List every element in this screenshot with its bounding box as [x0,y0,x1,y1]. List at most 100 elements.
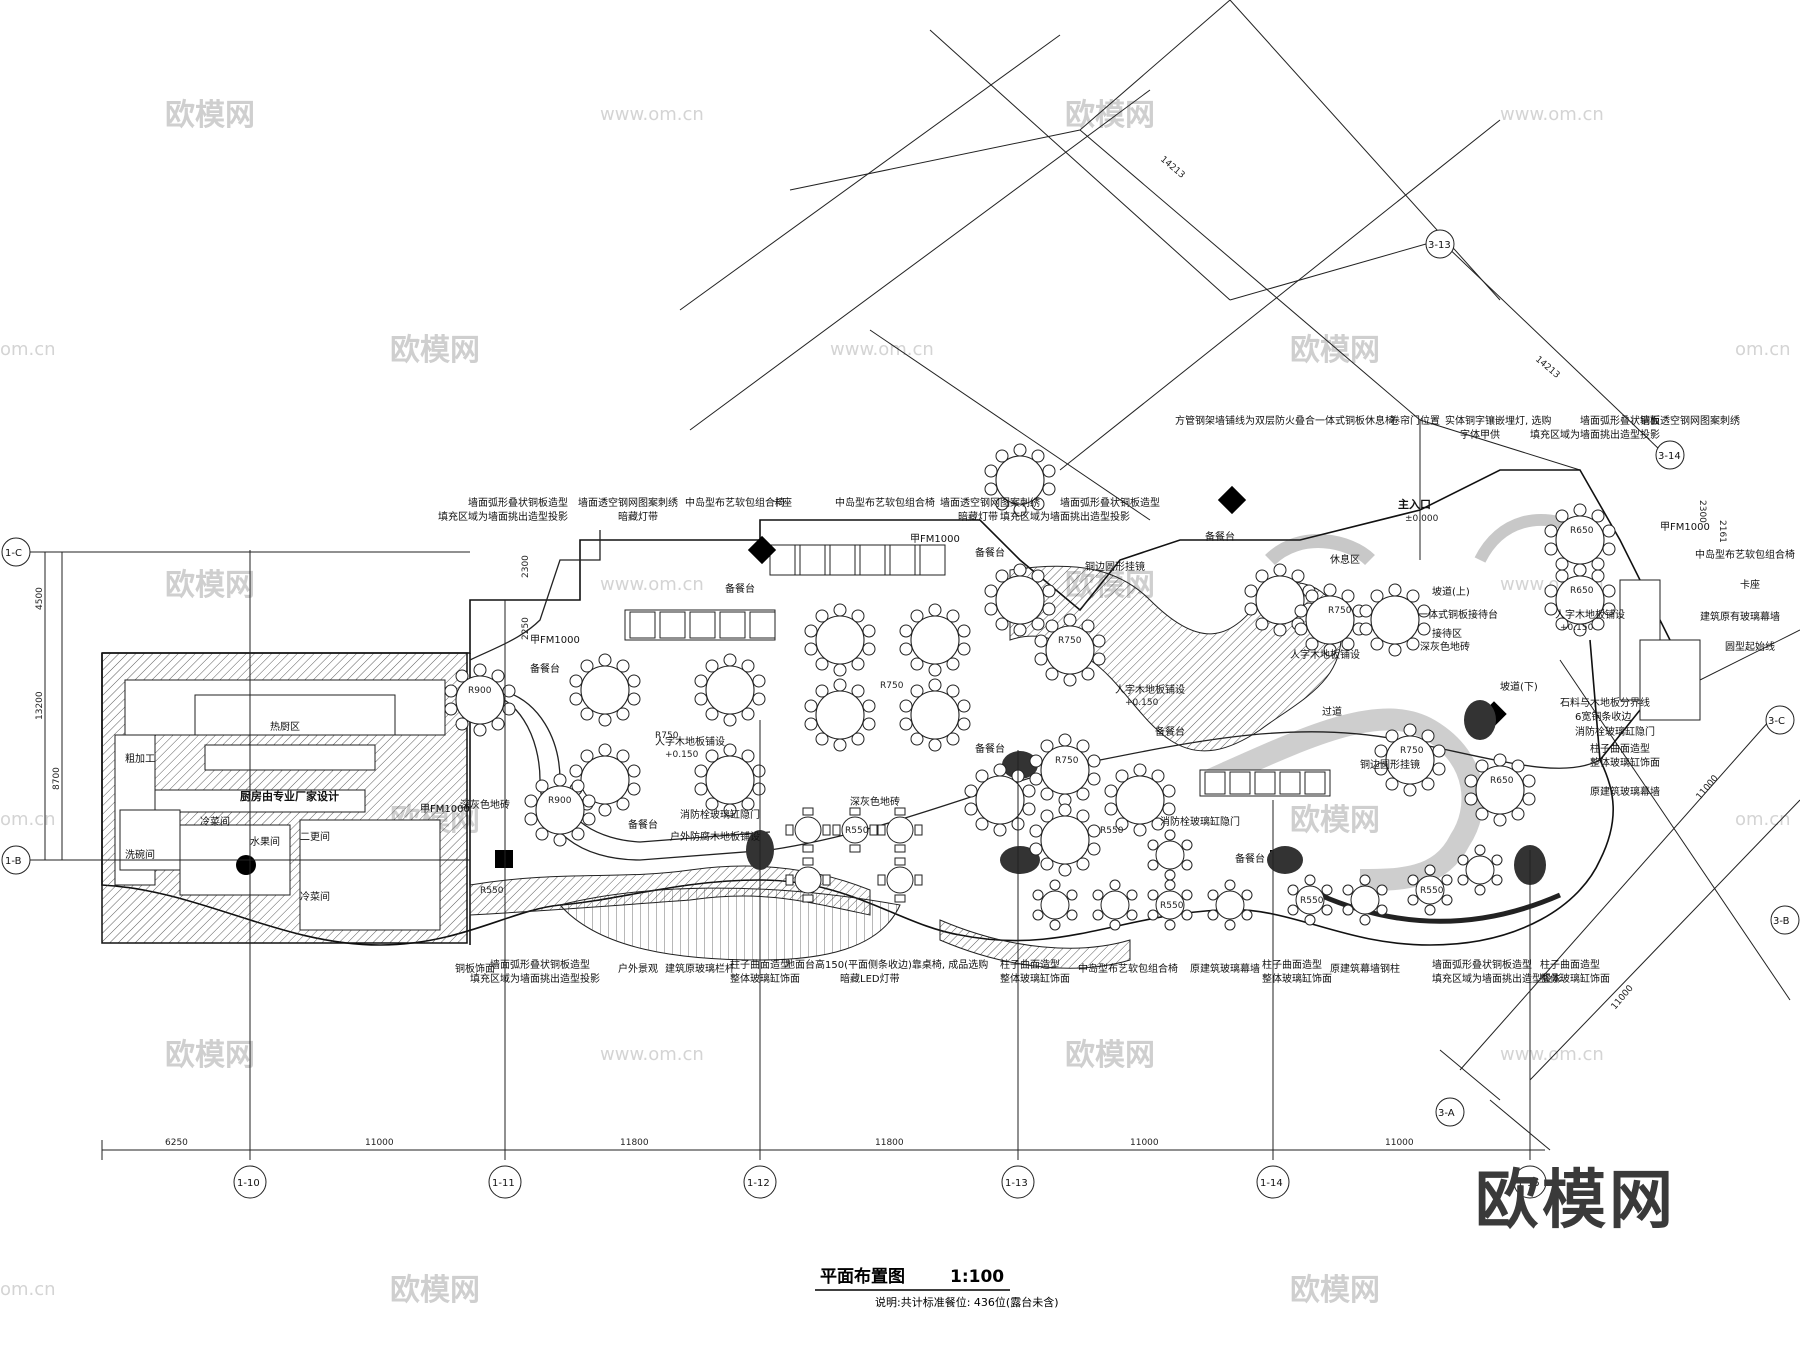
ramp-up-label: 坡道(上) [1432,585,1470,598]
callout-label: 墙面弧形叠状铜板造型 [1060,496,1160,509]
callout-label: 方管钢架墙铺线为双层防火叠合一体式铜板休息椅 [1175,414,1395,427]
dining-table [804,678,876,752]
callout-label: 原建筑玻璃幕墙 [1590,785,1660,798]
axis-label: 1-15 [1517,1178,1540,1189]
drawing-title: 平面布置图 [820,1266,905,1287]
dimension-text: 4500 [35,587,45,610]
wait-area-label: 接待区 [1432,627,1462,640]
right-diagonal-dims [1439,629,1800,1151]
fire-door-label: 消防栓玻璃缸隐门 [1160,815,1240,828]
dining-table [694,653,766,727]
zone-labels: 主入口 ±0.000 休息区 坡道(上) 一体式铜板接待台 接待区 深灰色地砖 … [420,497,1625,865]
dimension-text: 2250 [521,617,531,640]
callout-label: 墙面弧形叠状铜板造型 [468,496,568,509]
callout-label: 填充区域为墙面挑出造型投影 [470,972,600,985]
watermark-logo: 欧模网 [1290,1273,1380,1308]
service-station-label: 备餐台 [975,742,1005,755]
dining-table [1029,803,1101,877]
callout-label: 整体玻璃缸饰面 [1262,972,1332,985]
radius-label: R550 [480,886,504,896]
grid-axes-bottom [101,550,1547,1199]
door-tag: 甲FM1000 [420,804,470,815]
dining-table [804,603,876,677]
callout-label: 卡座 [772,496,792,509]
callouts-bottom: 铜板饰面 墙面弧形叠状铜板造型 填充区域为墙面挑出造型投影 户外景观 建筑原玻璃… [455,958,1610,985]
callout-label: 填充区域为墙面挑出造型投影 [1432,972,1562,985]
dimension-text: 11800 [620,1138,649,1148]
axis-label: 3-A [1438,1108,1455,1119]
radius-label: R650 [1490,776,1514,786]
cold-room-label: 冷菜间 [200,815,230,828]
dining-table [899,678,971,752]
radius-label: R750 [1400,746,1424,756]
callout-label: 户外景观 [618,962,658,975]
diagonal-grid-lines [679,0,1661,560]
radius-label: R750 [655,731,679,741]
dining-table [899,603,971,677]
fire-door-label: 消防栓玻璃缸隐门 [680,808,760,821]
dimension-text: 11000 [365,1138,394,1148]
radius-label: R550 [1100,826,1124,836]
grid-axis-labels-left: 1-C 1-B 4500 13200 8700 [5,548,62,867]
door-tag: 甲FM1000 [910,534,960,545]
callout-label: 整体玻璃缸饰面 [1000,972,1070,985]
ramp-down-label: 坡道(下) [1500,680,1538,693]
callout-label: 柱子曲面造型 [730,958,790,971]
four-seat-table [877,857,923,903]
watermark-url: om.cn [1735,339,1791,360]
kitchen-area: 厨房由专业厂家设计 热厨区 粗加工 洗碗间 冷菜间 水果间 二更间 冷菜间 [101,652,468,944]
callout-label: 6宽铜条收边 [1575,710,1631,723]
callout-label: 中岛型布艺软包组合椅 [1695,548,1795,561]
callout-label: 建筑原有玻璃幕墙 [1700,610,1780,623]
callout-label: 中岛型布艺软包组合椅 [1078,962,1178,975]
watermark-logo: 欧模网 [165,1038,255,1073]
level-marker: +0.150 [1125,698,1159,708]
callouts-right: 甲FM1000 中岛型布艺软包组合椅 卡座 建筑原有玻璃幕墙 圆型起始线 石料与… [1560,522,1795,798]
callout-label: 甲FM1000 [1660,522,1710,533]
callout-label: 填充区域为墙面挑出造型投影 [438,510,568,523]
radius-label: R750 [1055,756,1079,766]
axis-label: 3-14 [1658,451,1681,462]
dimension-text: 11000 [1130,1138,1159,1148]
callout-label: 墙面透空钢网图案刺绣 [578,496,678,509]
callout-label: 中岛型布艺软包组合椅 [835,496,935,509]
callout-label: 铜板饰面 [455,962,495,975]
radius-label: R900 [548,796,572,806]
drawing-note: 说明:共计标准餐位: 436位(露台未含) [875,1295,1059,1309]
radius-label: R550 [1420,886,1444,896]
callout-label: 柱子曲面造型 [1000,958,1060,971]
watermark-url: www.om.cn [600,104,704,125]
dimension-text: 2161 [1717,520,1727,543]
kitchen-zone-label: 厨房由专业厂家设计 [240,789,339,803]
kitchen-hot-label: 热厨区 [270,720,300,733]
radius-label: R750 [1328,606,1352,616]
watermark-logo: 欧模网 [165,568,255,603]
dimension-text: 14213 [1533,355,1561,381]
dining-table [569,653,641,727]
floor-finish-label: 人字木地板铺设 [1115,683,1185,696]
axis-label: 3-B [1773,916,1790,927]
copper-mirror-label: 铜边圆形挂镜 [1360,758,1420,771]
service-station-label: 备餐台 [1205,530,1235,543]
watermark-logo: 欧模网 [1290,333,1380,368]
watermark-logo: 欧模网 [390,333,480,368]
service-station-label: 备餐台 [975,546,1005,559]
callout-label: 填充区域为墙面挑出造型投影 [1530,428,1660,441]
watermark-logo: 欧模网 [165,98,255,133]
callout-label: 柱子曲面造型 [1262,958,1322,971]
watermark-logo: 欧模网 [1290,803,1380,838]
level-marker: ±0.000 [1405,514,1439,524]
watermark-url: www.om.cn [600,574,704,595]
axis-label: 1-10 [237,1178,260,1189]
service-station-label: 备餐台 [725,582,755,595]
callout-label: 消防栓玻璃缸隐门 [1575,725,1655,738]
watermark-logo: 欧模网 [1065,98,1155,133]
radius-label: R750 [880,681,904,691]
axis-label: 3-C [1768,716,1785,727]
radius-label: R900 [468,686,492,696]
axis-label: 1-12 [747,1178,770,1189]
radius-label: R750 [1058,636,1082,646]
dimension-text: 13200 [35,691,45,720]
callout-label: 柱子曲面造型 [1540,958,1600,971]
